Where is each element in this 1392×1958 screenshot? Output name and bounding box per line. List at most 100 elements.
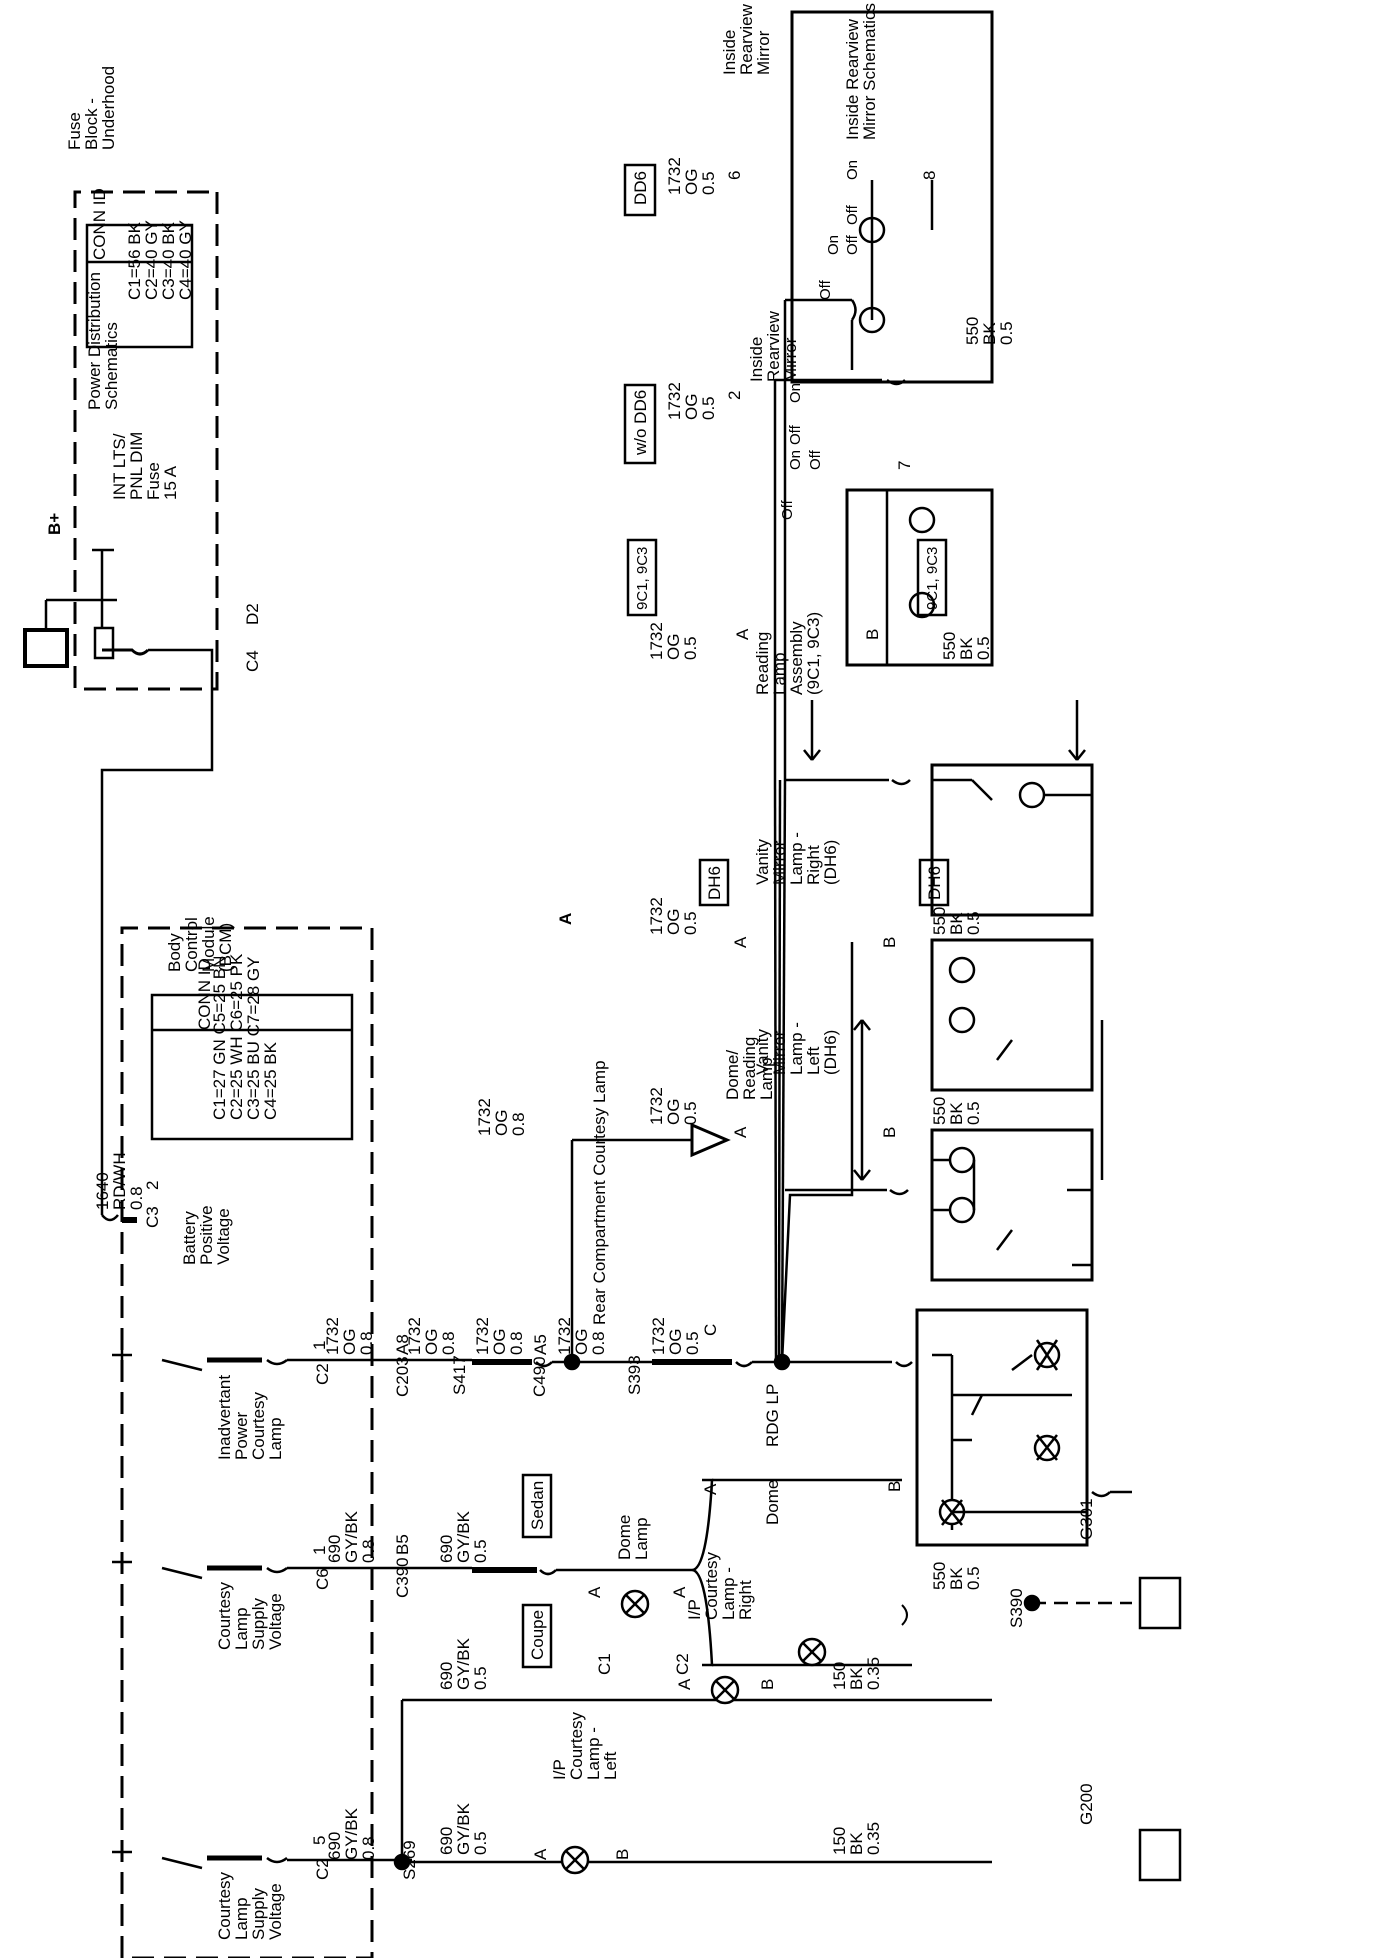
ip-wire-a-3: 0.5 [471, 1666, 490, 1690]
w1732a-1: 1732 [323, 1317, 342, 1355]
w690b-3: 0.5 [471, 1539, 490, 1563]
svg-text:550 BK 0.5: 550 BK 0.5 [930, 902, 983, 935]
bcm-batt-conn: C3 [143, 1206, 162, 1228]
fuse-title-3: Underhood [99, 66, 118, 150]
sw1-conn: C2 [313, 1363, 332, 1385]
dome-wire-1: 1732 [649, 1317, 668, 1355]
svg-text:1732 OG 0.5: 1732 OG 0.5 [649, 1312, 702, 1355]
dome-lamp-title-2: Lamp [632, 1517, 651, 1560]
fuse-title-1: Fuse [65, 112, 84, 150]
svg-text:1732 OG 0.5: 1732 OG 0.5 [647, 892, 700, 935]
w1732d-3: 0.8 [589, 1331, 608, 1355]
ip-left-title-2: Courtesy [567, 1711, 586, 1780]
svg-text:I/P Courtesy Lamp: I/P Courtesy Lamp - Left [550, 1707, 620, 1780]
w1732c-2: OG [490, 1329, 509, 1355]
bcm-batt-2: Positive [197, 1205, 216, 1265]
batt-wire-2: RD/WH [110, 1152, 129, 1210]
svg-text:690 GY/BK 0.5: 690 GY/BK 0.5 [437, 1506, 490, 1563]
svg-text:1732 OG 0.5: 1732 OG 0.5 [647, 1082, 700, 1125]
svg-text:Dome Lamp: Dome Lamp [615, 1510, 651, 1560]
ra-wire-out-3: 0.5 [974, 636, 993, 660]
w1732c-1: 1732 [473, 1317, 492, 1355]
ra-wire-in-3: 0.5 [681, 636, 700, 660]
coupe-box [521, 1603, 553, 1669]
svg-text:1732 OG 0.8: 1732 OG 0.8 [473, 1312, 526, 1355]
fuse-conn: C4 [243, 650, 262, 672]
svg-text:550 BK 0.5: 550 BK 0.5 [940, 627, 993, 660]
mirror-dd6 [790, 10, 994, 384]
circuit-1732-trunk [287, 298, 913, 1371]
fuse-connid-1: C1=56 BK [125, 221, 144, 300]
svg-text:150 BK 0.35: 150 BK 0.35 [830, 1657, 883, 1690]
sw1-pin: 1 [310, 1341, 329, 1350]
dome-wire-3: 0.5 [683, 1331, 702, 1355]
pds-ref-1: Power Distribution [85, 272, 104, 410]
rpo-box-bottom [916, 538, 948, 617]
ip-wire-b-2: GY/BK [454, 1802, 473, 1855]
dh6-box-top [698, 858, 730, 907]
sw3-label-3: Supply [249, 1888, 268, 1940]
svg-text:Battery Positive V: Battery Positive Voltage [180, 1201, 233, 1265]
sw2-pin: 1 [310, 1546, 329, 1555]
dd6-box [623, 163, 657, 217]
vanity-left-title-4: Left [804, 1046, 823, 1075]
ip-left-title-1: I/P [550, 1760, 569, 1780]
w690a-2: GY/BK [342, 1510, 361, 1563]
vr-wire-in-3: 0.5 [681, 911, 700, 935]
ip-lamp-left-bulb [560, 1845, 590, 1875]
svg-text:1732 OG 0.5: 1732 OG 0.5 [647, 617, 700, 660]
sedan-box [521, 1473, 553, 1539]
label-s390: S390 [1007, 1588, 1026, 1628]
mirror-wo-pin-out: 7 [895, 461, 914, 470]
ip-wire-b-3: 0.5 [471, 1831, 490, 1855]
mdd6-off-1: Off [844, 204, 861, 225]
vl-wire-in-1: 1732 [647, 1087, 666, 1125]
fuse-title-2: Block - [82, 98, 101, 150]
mirror-wo-wire-3: 0.5 [699, 396, 718, 420]
vanity-right-title-4: Right [804, 845, 823, 885]
dome-lamp-pin-left: A [585, 1586, 604, 1598]
dome-lamp-pin-right: A [670, 1586, 689, 1598]
svg-text:550 BK 0.5: 550 BK 0.5 [930, 1557, 983, 1590]
sw3-label-4: Voltage [266, 1883, 285, 1940]
fuse-connid-2: C2=40 GY [142, 220, 161, 300]
vr-pin-b: B [880, 937, 899, 948]
bcm-title-4: (BCM) [216, 923, 235, 972]
vanity-right-title-5: (DH6) [821, 840, 840, 885]
pin-a5: A5 [531, 1334, 550, 1355]
svg-text:Inside Rearview Mi: Inside Rearview Mirror [747, 306, 800, 382]
bcm-connid-header: CONN ID [195, 958, 214, 1030]
gnd-wire-3: 0.5 [964, 1566, 983, 1590]
vanity-left-title-1: Vanity [753, 1029, 772, 1075]
fuse-symbol [93, 626, 115, 660]
mirror-dd6-wire-out-1: 550 [963, 317, 982, 345]
ip-gnd-right-3: 0.35 [864, 1657, 883, 1690]
fuse-connid-header: CONN ID [90, 188, 109, 260]
w1732b-1: 1732 [405, 1317, 424, 1355]
bcm-switch-3 [112, 1842, 288, 1870]
vl-pin-b: B [880, 1127, 899, 1138]
bcm-batt-pin: 2 [143, 1181, 162, 1190]
fuse-pin: D2 [243, 603, 262, 625]
w1732e-1: 1732 [475, 1098, 494, 1136]
ip-right-pin-a: A [675, 1678, 694, 1690]
label-g200: G200 [1077, 1783, 1096, 1825]
ip-gnd-left-3: 0.35 [864, 1822, 883, 1855]
w1732a-3: 0.8 [357, 1331, 376, 1355]
sw2-label-4: Voltage [266, 1593, 285, 1650]
mirror-wo-wire-2: OG [682, 394, 701, 420]
ip-gnd-left-2: BK [847, 1832, 866, 1855]
gnd-wire-2: BK [947, 1567, 966, 1590]
mirror-dd6-ref-2: Mirror Schematics [860, 3, 879, 140]
mirror-wo-pin-in: 2 [725, 391, 744, 400]
wo-dd6-label: w/o DD6 [631, 390, 650, 456]
mirror-dd6-pin-out: 8 [920, 171, 939, 180]
option-arrows [803, 700, 1104, 1181]
vr-wire-out-1: 550 [930, 907, 949, 935]
mirror-dd6-title-1: Inside [720, 30, 739, 75]
dome-reading-title-1: Dome/ [723, 1050, 742, 1100]
w1732e-3: 0.8 [509, 1112, 528, 1136]
w1732e-2: OG [492, 1110, 511, 1136]
ra-title-3: Assembly [787, 621, 806, 695]
rear-compartment-label: Rear Compartment Courtesy Lamp [590, 1060, 609, 1325]
